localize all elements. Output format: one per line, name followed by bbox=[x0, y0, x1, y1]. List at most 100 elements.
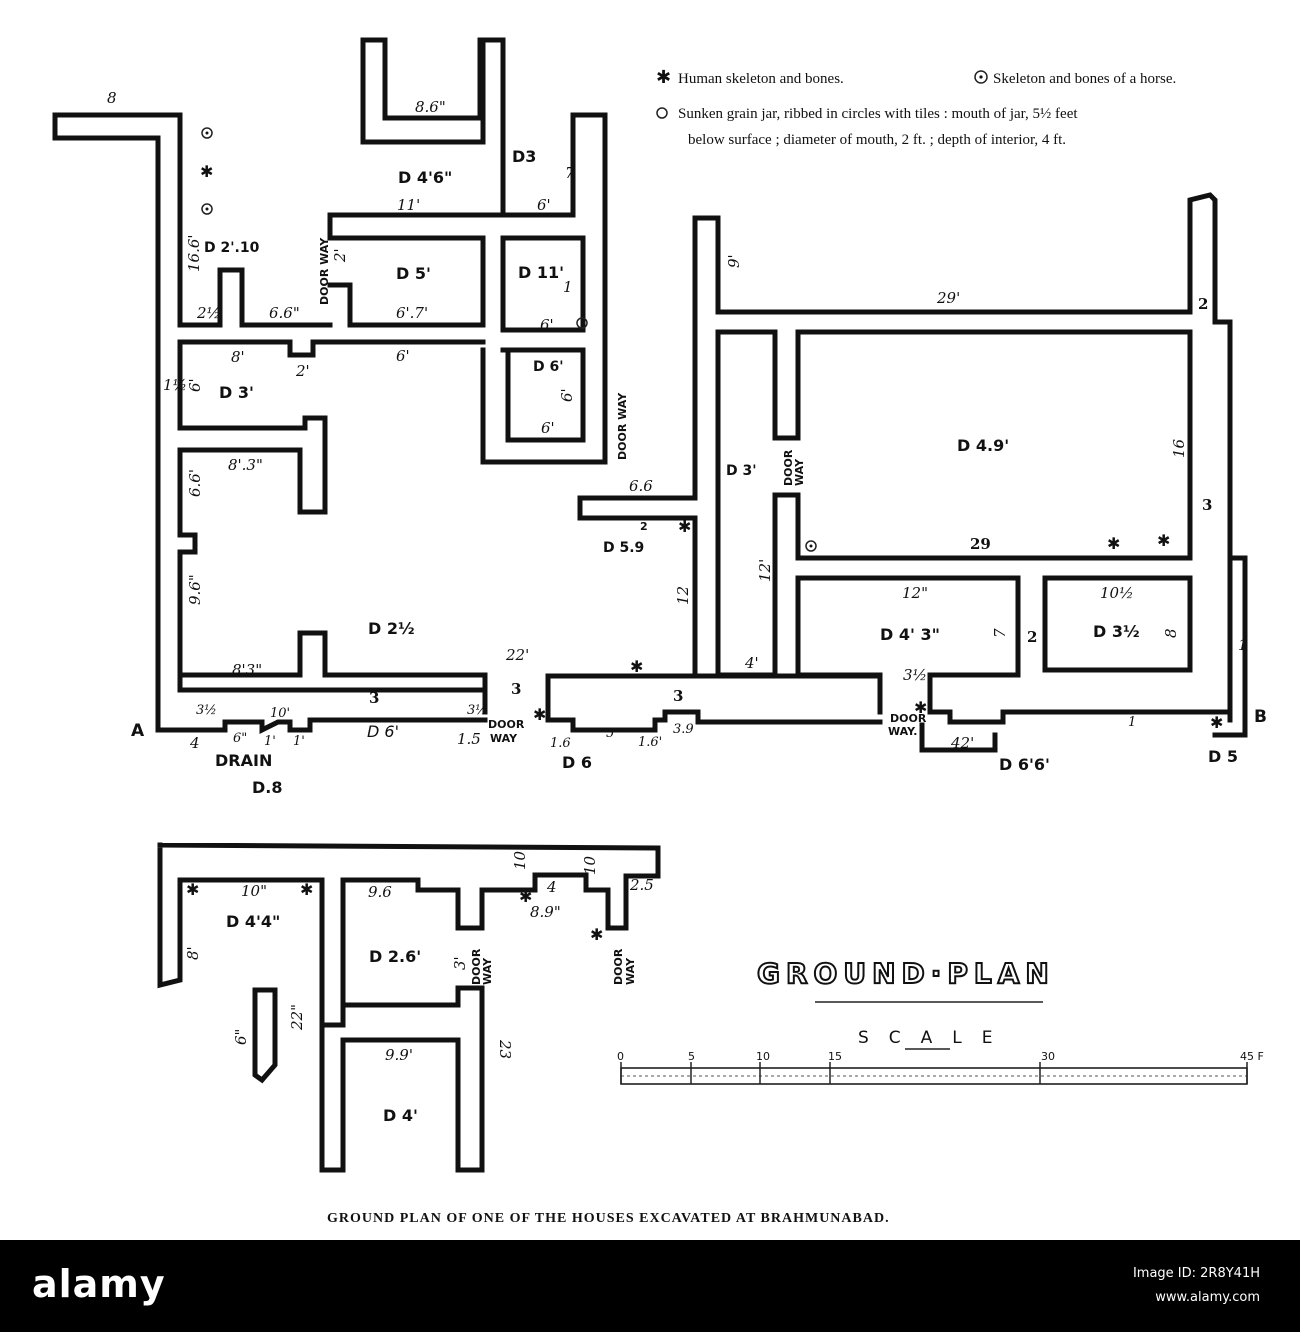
doorway-label: WAY bbox=[481, 957, 494, 985]
human-skeleton-icon: ✱ bbox=[1157, 531, 1170, 550]
human-skeleton-icon: ✱ bbox=[1210, 713, 1223, 732]
room-d32: D 3½ bbox=[1093, 622, 1140, 641]
doorway-label: DOOR WAY bbox=[616, 392, 629, 460]
grain-jar-icon bbox=[576, 317, 588, 329]
svg-text:4: 4 bbox=[546, 878, 557, 896]
drain-label: DRAIN bbox=[215, 751, 272, 770]
svg-text:8.6": 8.6" bbox=[415, 98, 446, 116]
svg-text:12': 12' bbox=[756, 559, 774, 582]
scale-tick: 5 bbox=[688, 1050, 695, 1063]
svg-text:3': 3' bbox=[451, 956, 469, 970]
svg-text:6': 6' bbox=[558, 388, 576, 402]
title-block: GROUND·PLAN SCALE 0 5 10 15 30 45 F bbox=[617, 956, 1264, 1085]
room-d3-top: D3 bbox=[512, 147, 536, 166]
svg-text:5": 5" bbox=[606, 726, 620, 741]
svg-text:1': 1' bbox=[264, 734, 276, 749]
svg-text:16.6': 16.6' bbox=[185, 234, 203, 272]
svg-text:3: 3 bbox=[1202, 496, 1212, 514]
doorway-label: WAY bbox=[793, 458, 806, 486]
svg-text:3: 3 bbox=[673, 687, 683, 705]
doorway-label: DOOR bbox=[488, 718, 525, 731]
horse-skeleton-icon bbox=[974, 70, 988, 84]
room-d6-small: D 6' bbox=[533, 359, 564, 375]
svg-text:2: 2 bbox=[640, 520, 648, 533]
svg-text:2: 2 bbox=[1027, 628, 1037, 646]
svg-text:1: 1 bbox=[1238, 636, 1248, 654]
horse-skeleton-icon bbox=[201, 203, 213, 215]
svg-text:3½: 3½ bbox=[467, 703, 488, 718]
walls-right bbox=[692, 192, 1248, 753]
svg-text:6": 6" bbox=[232, 1029, 250, 1045]
room-d43: D 4' 3" bbox=[880, 625, 940, 644]
d66-label: D 6'6' bbox=[999, 755, 1050, 774]
doorway-label: WAY bbox=[490, 732, 518, 745]
doorway-label: DOOR bbox=[612, 948, 625, 985]
doorway-label: DOOR bbox=[890, 712, 927, 725]
svg-text:6": 6" bbox=[233, 731, 247, 746]
svg-text:9.9': 9.9' bbox=[385, 1046, 413, 1064]
svg-text:4': 4' bbox=[744, 654, 759, 672]
svg-text:10': 10' bbox=[270, 706, 290, 721]
room-d59: D 5.9 bbox=[603, 540, 644, 556]
svg-text:6'.7': 6'.7' bbox=[396, 304, 428, 322]
legend-human: Human skeleton and bones. bbox=[678, 71, 844, 87]
svg-text:9.6": 9.6" bbox=[186, 574, 204, 605]
svg-text:8'.3": 8'.3" bbox=[228, 456, 263, 474]
point-a: A bbox=[131, 721, 145, 741]
svg-text:6': 6' bbox=[537, 196, 551, 214]
doorway-labels: DOOR WAY DOOR WAY DOOR WAY DOOR WAY DOOR… bbox=[131, 237, 1267, 985]
human-skeleton-icon: ✱ bbox=[300, 880, 313, 899]
svg-text:6': 6' bbox=[541, 419, 555, 437]
walls-bottom-left bbox=[155, 717, 488, 735]
d5-corner-label: D 5 bbox=[1208, 747, 1238, 766]
grain-jar-icon bbox=[656, 107, 668, 119]
svg-text:2: 2 bbox=[1198, 295, 1208, 313]
alamy-logo: alamy bbox=[32, 1262, 166, 1306]
svg-text:29': 29' bbox=[936, 289, 960, 307]
svg-text:2½: 2½ bbox=[196, 304, 221, 322]
svg-text:29: 29 bbox=[970, 535, 991, 553]
watermark-bar bbox=[0, 1240, 1300, 1332]
svg-text:9.6: 9.6 bbox=[368, 883, 392, 901]
d6-bottom-label: D 6 bbox=[562, 753, 592, 772]
svg-text:3: 3 bbox=[511, 680, 521, 698]
site-url: www.alamy.com bbox=[1155, 1290, 1260, 1305]
svg-text:8: 8 bbox=[1162, 628, 1180, 638]
svg-text:1': 1' bbox=[293, 734, 305, 749]
figure-caption: GROUND PLAN OF ONE OF THE HOUSES EXCAVAT… bbox=[327, 1211, 890, 1226]
room-d3-right: D 3' bbox=[726, 463, 757, 479]
svg-text:8.9": 8.9" bbox=[530, 903, 561, 921]
room-d49: D 4.9' bbox=[957, 436, 1009, 455]
walls-main bbox=[52, 37, 608, 733]
scale-tick: 30 bbox=[1041, 1050, 1055, 1063]
human-skeleton-icon: ✱ bbox=[630, 657, 643, 676]
human-skeleton-icon: ✱ bbox=[186, 880, 199, 899]
svg-text:2': 2' bbox=[295, 362, 310, 380]
walls-center bbox=[545, 495, 883, 733]
room-d11: D 11' bbox=[518, 263, 564, 282]
room-d44: D 4'4" bbox=[226, 912, 280, 931]
svg-text:7: 7 bbox=[565, 164, 575, 182]
svg-text:10: 10 bbox=[511, 850, 529, 870]
point-b: B bbox=[1254, 707, 1267, 727]
human-skeleton-icon: ✱ bbox=[200, 162, 213, 181]
svg-text:2': 2' bbox=[331, 248, 349, 263]
svg-text:7: 7 bbox=[991, 628, 1009, 638]
svg-text:6.6: 6.6 bbox=[629, 477, 653, 495]
human-skeleton-icon: ✱ bbox=[1107, 534, 1120, 553]
scale-tick: 15 bbox=[828, 1050, 842, 1063]
svg-text:3½: 3½ bbox=[903, 666, 927, 684]
legend-grain-jar-2: below surface ; diameter of mouth, 2 ft.… bbox=[688, 132, 1066, 148]
svg-text:6': 6' bbox=[396, 347, 410, 365]
human-skeleton-icon: ✱ bbox=[914, 698, 927, 717]
d8-label: D.8 bbox=[252, 778, 283, 797]
svg-text:D 6': D 6' bbox=[367, 722, 399, 741]
svg-text:16: 16 bbox=[1170, 438, 1188, 458]
svg-text:3: 3 bbox=[369, 689, 379, 707]
room-d46: D 4'6" bbox=[398, 168, 452, 187]
svg-text:1.5: 1.5 bbox=[457, 730, 481, 748]
svg-text:1: 1 bbox=[563, 278, 573, 296]
svg-text:8': 8' bbox=[184, 946, 202, 960]
svg-text:42': 42' bbox=[950, 734, 974, 752]
